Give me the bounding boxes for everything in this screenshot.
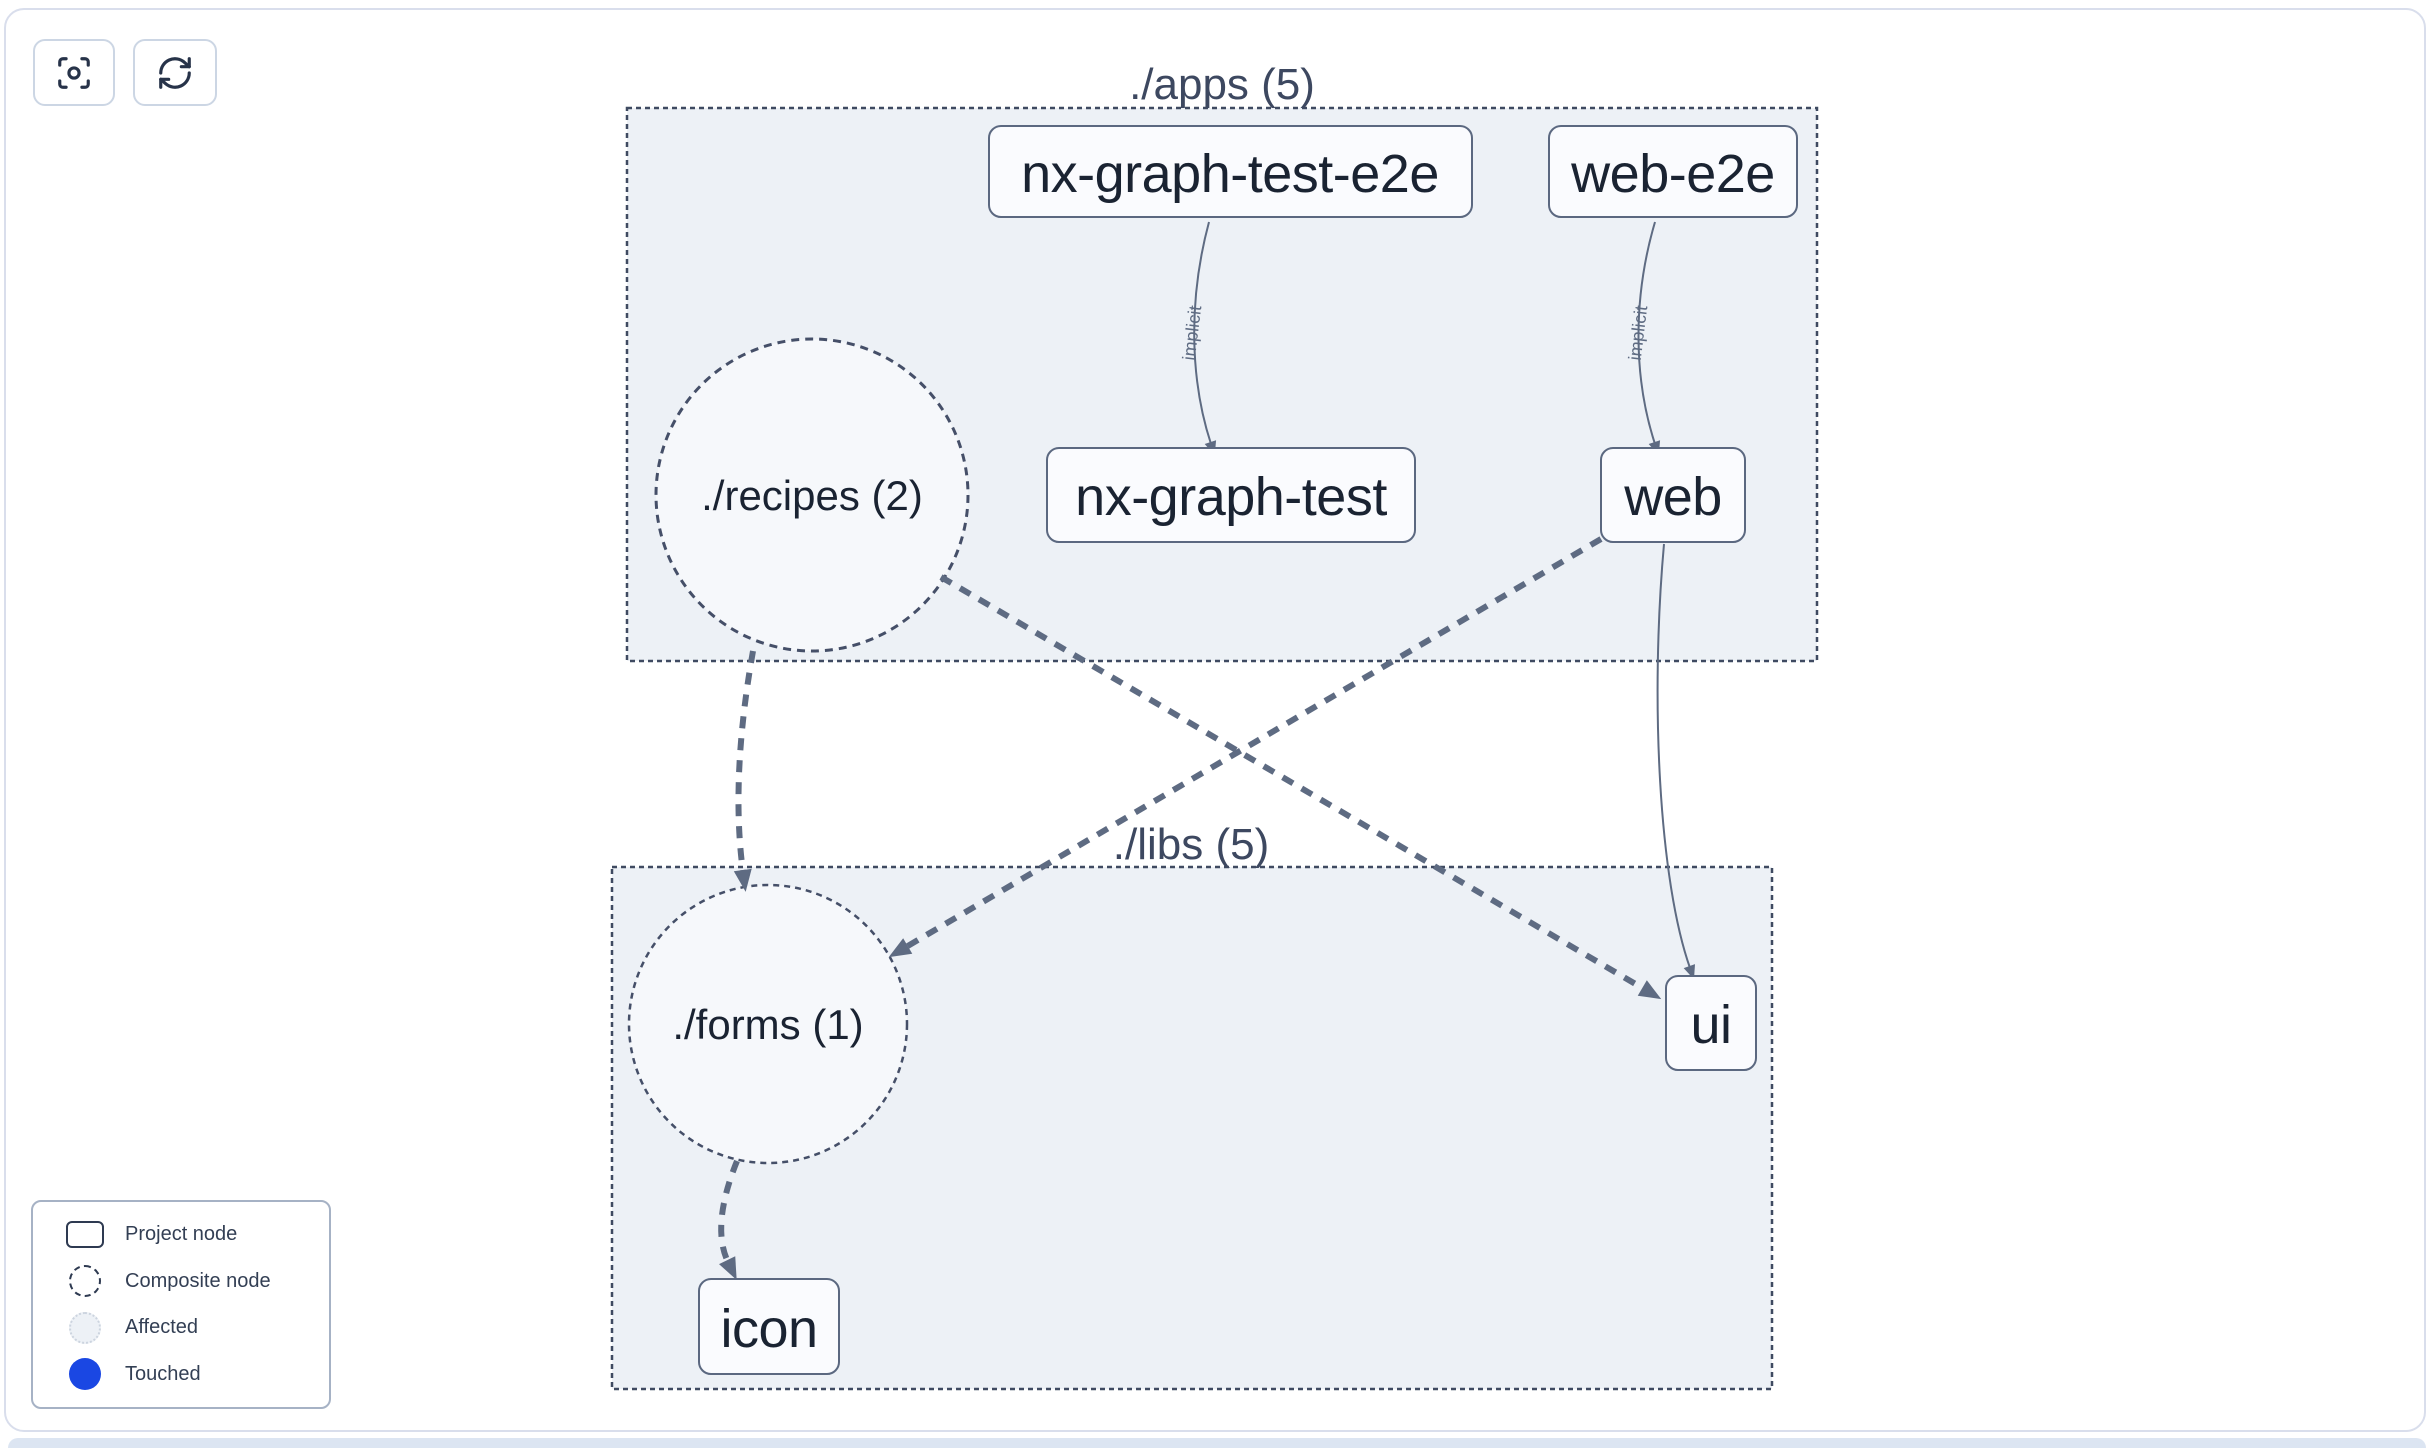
edge-forms-to-icon: [718, 1159, 740, 1281]
bottom-panel-edge: [8, 1438, 2426, 1448]
legend: Project node Composite node Affected Tou…: [31, 1200, 331, 1409]
refresh-icon: [159, 56, 191, 89]
cluster-apps-label: ./apps (5): [1129, 60, 1315, 109]
edge-web-e2e-to-web: [1637, 221, 1661, 456]
composite-node-recipes-label: ./recipes (2): [701, 472, 923, 519]
node-web-label: web: [1623, 467, 1722, 527]
touched-swatch: [63, 1358, 107, 1391]
legend-row-affected: Affected: [63, 1308, 329, 1348]
edge-recipes-to-forms: [733, 650, 756, 892]
edge-web-to-forms: [888, 536, 1603, 958]
node-icon-label: icon: [720, 1299, 817, 1359]
node-web[interactable]: web: [1600, 447, 1746, 543]
edge-nx-graph-test-e2e-to-nx-graph-test: [1193, 221, 1217, 456]
refresh-button[interactable]: [133, 39, 217, 106]
legend-row-touched: Touched: [63, 1354, 329, 1394]
legend-label-composite-node: Composite node: [125, 1269, 271, 1292]
node-nx-graph-test-e2e-label: nx-graph-test-e2e: [1021, 144, 1439, 204]
legend-row-project-node: Project node: [63, 1215, 329, 1255]
affected-swatch: [63, 1311, 107, 1344]
legend-label-touched: Touched: [125, 1362, 201, 1385]
legend-label-affected: Affected: [125, 1316, 199, 1339]
composite-node-forms-label: ./forms (1): [672, 1001, 863, 1048]
focus-button[interactable]: [33, 39, 115, 106]
node-nx-graph-test-e2e[interactable]: nx-graph-test-e2e: [988, 125, 1473, 218]
node-web-e2e[interactable]: web-e2e: [1548, 125, 1798, 218]
node-web-e2e-label: web-e2e: [1570, 144, 1775, 204]
node-nx-graph-test[interactable]: nx-graph-test: [1046, 447, 1416, 543]
composite-node-swatch: [63, 1265, 107, 1298]
composite-node-recipes[interactable]: [654, 337, 970, 653]
composite-node-forms[interactable]: [627, 883, 909, 1165]
cluster-libs-label: ./libs (5): [1113, 820, 1269, 869]
node-nx-graph-test-label: nx-graph-test: [1075, 467, 1387, 527]
node-ui-label: ui: [1690, 995, 1731, 1055]
edge-web-to-ui: [1656, 543, 1695, 980]
node-icon[interactable]: icon: [698, 1278, 840, 1375]
edge-recipes-to-ui: [939, 574, 1662, 1000]
node-ui[interactable]: ui: [1665, 975, 1757, 1071]
legend-row-composite-node: Composite node: [63, 1261, 329, 1301]
legend-label-project-node: Project node: [125, 1223, 238, 1246]
focus-icon: [58, 56, 90, 89]
project-node-swatch: [63, 1221, 107, 1249]
